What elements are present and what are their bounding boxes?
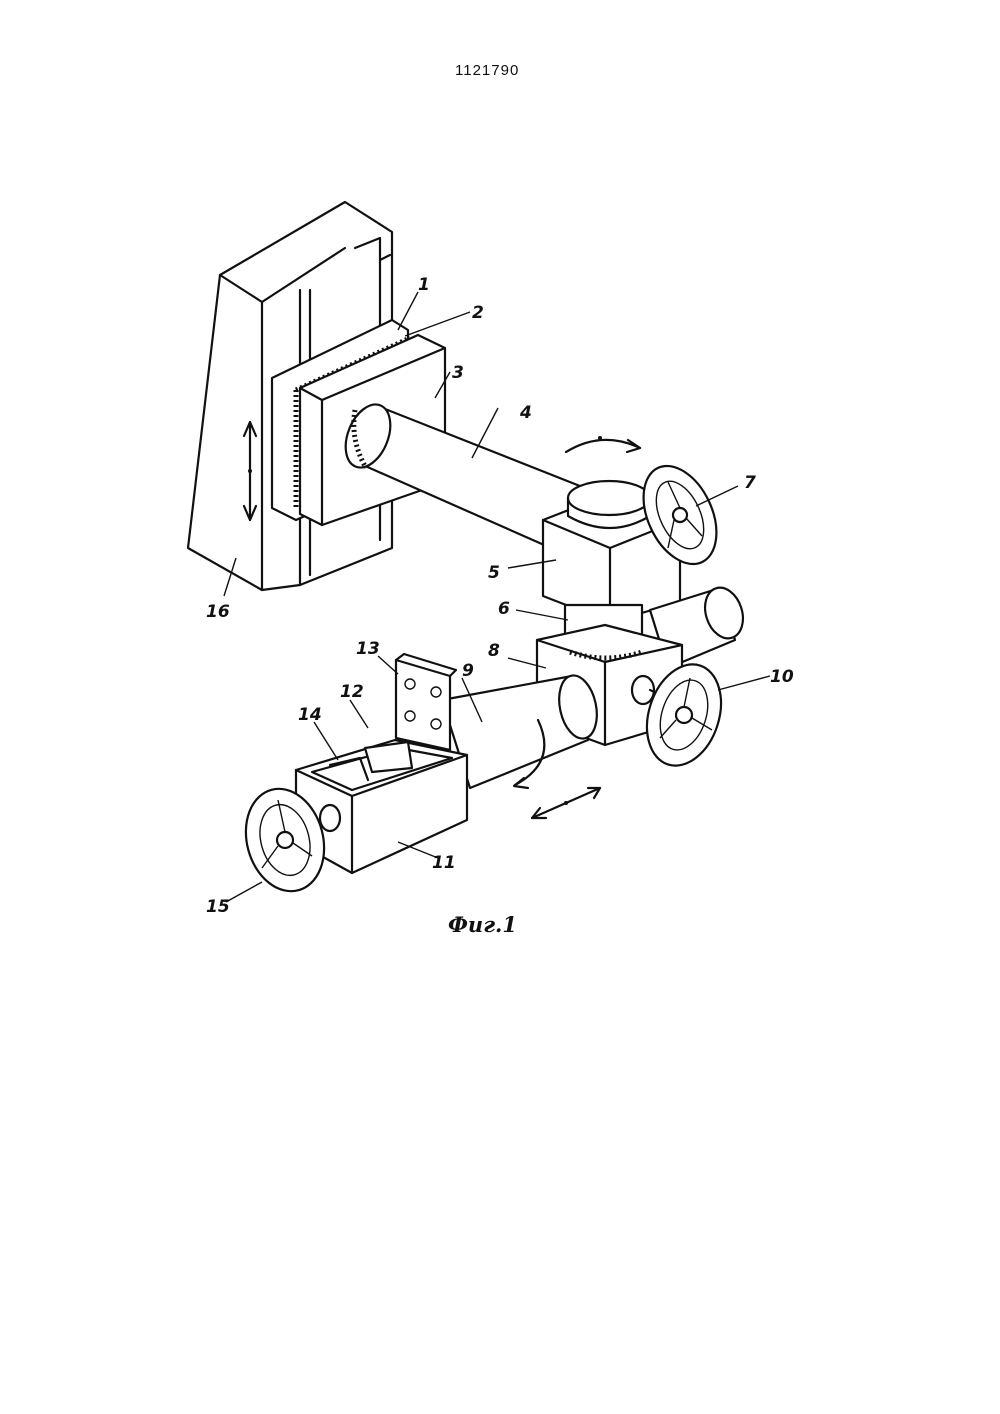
label-16: 16 <box>206 602 230 622</box>
figure-caption: Фиг.1 <box>448 912 517 937</box>
label-4: 4 <box>519 403 532 423</box>
clamp-plate-13 <box>396 654 456 750</box>
label-9: 9 <box>462 661 474 681</box>
label-15: 15 <box>206 897 230 917</box>
workpiece-12 <box>365 742 412 772</box>
label-3: 3 <box>452 363 464 383</box>
label-12: 12 <box>340 682 364 702</box>
label-7: 7 <box>744 473 756 493</box>
label-5: 5 <box>488 563 500 583</box>
label-8: 8 <box>488 641 500 661</box>
label-1: 1 <box>418 275 430 295</box>
label-14: 14 <box>298 705 322 725</box>
label-11: 11 <box>432 853 456 873</box>
label-6: 6 <box>498 599 510 619</box>
label-13: 13 <box>356 639 380 659</box>
label-2: 2 <box>472 303 484 323</box>
label-10: 10 <box>770 667 794 687</box>
